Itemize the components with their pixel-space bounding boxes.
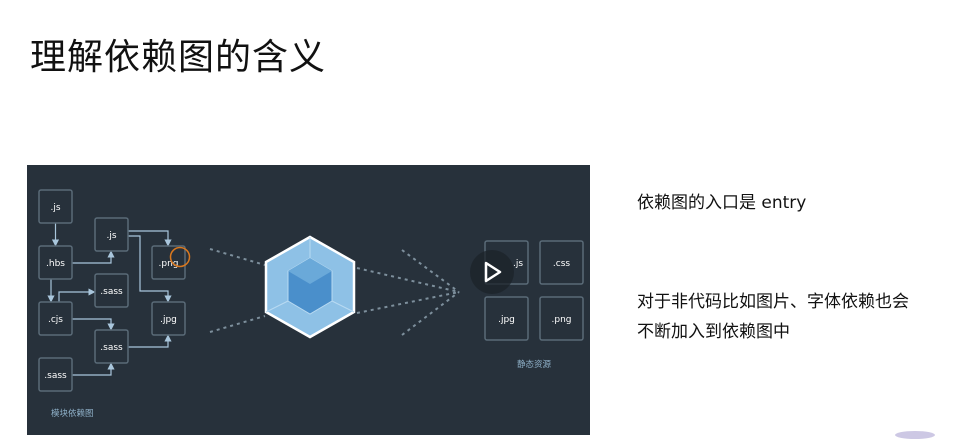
module-box-label: .hbs bbox=[46, 259, 65, 269]
webpack-dependency-graph-image: .js .js .hbs .png .sass .cjs .jpg .sass … bbox=[27, 165, 590, 435]
asset-box bbox=[539, 296, 584, 341]
static-assets-label: 静态资源 bbox=[517, 359, 552, 370]
module-box bbox=[151, 245, 186, 280]
module-graph-label: 模块依赖图 bbox=[51, 408, 94, 419]
asset-box-label: .png bbox=[552, 315, 572, 325]
module-box bbox=[94, 273, 129, 308]
module-box bbox=[94, 217, 129, 252]
asset-box-label: .js bbox=[513, 259, 523, 269]
play-icon[interactable] bbox=[484, 261, 502, 283]
module-box-label: .sass bbox=[100, 287, 123, 297]
module-boxes bbox=[38, 189, 186, 392]
module-box bbox=[151, 301, 186, 336]
note-non-code-line2: 不断加入到依赖图中 bbox=[637, 322, 790, 342]
module-box-label: .png bbox=[159, 259, 179, 269]
webpack-cube-icon bbox=[264, 235, 356, 339]
dotted-flow-lines bbox=[209, 248, 460, 336]
asset-box bbox=[539, 240, 584, 285]
dependency-arrows bbox=[47, 223, 172, 376]
module-box-label: .sass bbox=[44, 371, 67, 381]
module-box-label: .cjs bbox=[48, 315, 63, 325]
module-box-label: .js bbox=[106, 231, 116, 241]
note-non-code-line1: 对于非代码比如图片、字体依赖也会 bbox=[637, 292, 909, 312]
module-box-label: .sass bbox=[100, 343, 123, 353]
asset-box-label: .jpg bbox=[498, 315, 515, 325]
partial-avatar bbox=[895, 431, 935, 439]
slide-title: 理解依赖图的含义 bbox=[30, 37, 327, 78]
module-box bbox=[38, 301, 73, 336]
cursor-ring-icon bbox=[169, 246, 191, 268]
module-box bbox=[38, 245, 73, 280]
module-box-label: .jpg bbox=[160, 315, 177, 325]
module-box-label: .js bbox=[50, 203, 60, 213]
note-entry: 依赖图的入口是 entry bbox=[637, 193, 807, 213]
module-box bbox=[38, 357, 73, 392]
module-box bbox=[38, 189, 73, 224]
module-box bbox=[94, 329, 129, 364]
asset-box-label: .css bbox=[553, 259, 570, 269]
asset-box bbox=[484, 296, 529, 341]
play-button[interactable] bbox=[470, 250, 514, 294]
